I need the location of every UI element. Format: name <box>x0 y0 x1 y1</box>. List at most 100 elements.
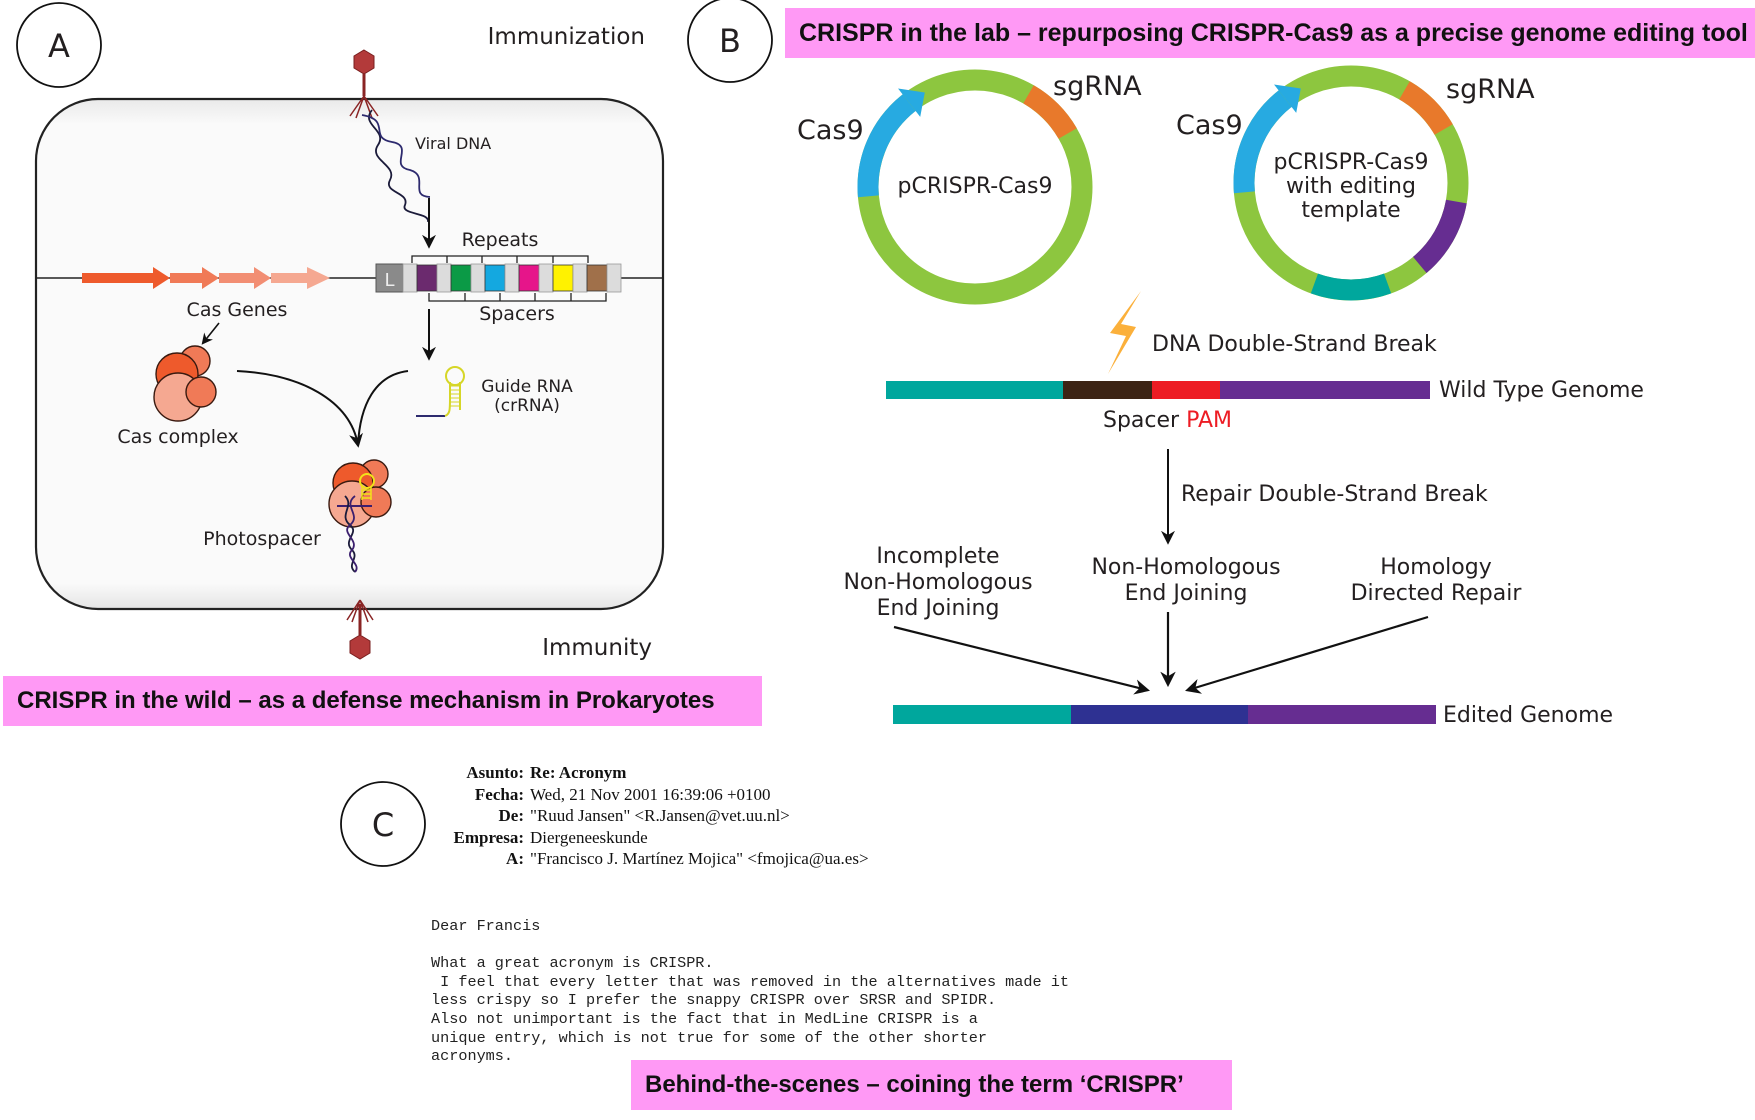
plasmid-2-sgrna-label: sgRNA <box>1446 74 1535 105</box>
cas9-arrowhead <box>898 88 925 117</box>
hdr-arrow <box>1185 615 1429 694</box>
sgrna-segment <box>1022 85 1077 140</box>
email-header-value: Diergeneeskunde <box>530 827 648 847</box>
wt-spacer-target <box>1063 381 1152 399</box>
repeat-unit <box>606 263 622 293</box>
repeats-label: Repeats <box>462 229 539 251</box>
cas-complex-icon <box>153 345 217 422</box>
badge-b-label: B <box>719 22 741 60</box>
banner-panel-b: CRISPR in the lab – repurposing CRISPR-C… <box>785 8 1755 58</box>
double-strand-break-bolt-icon <box>1108 291 1141 374</box>
edited-genome-label: Edited Genome <box>1443 703 1613 728</box>
template-segment-purple <box>1412 199 1467 274</box>
badge-c-circle <box>340 781 426 867</box>
spacers-bracket <box>428 293 607 302</box>
plasmid-2-name-line-2: with editing <box>1286 174 1416 199</box>
panel-a: A Immunization Viral DNA Cas Genes <box>16 2 665 661</box>
email-header-value: "Francisco J. Martínez Mojica" <fmojica@… <box>530 849 869 868</box>
repeats-bracket <box>411 255 589 263</box>
sgrna-segment <box>1398 81 1453 136</box>
phage-bottom-icon <box>346 599 374 660</box>
pathway-incomplete-nhej-line-3: End Joining <box>877 596 1000 621</box>
email-header-value: "Ruud Jansen" <R.Jansen@vet.uu.nl> <box>530 806 790 825</box>
edited-genome-bar <box>893 705 1436 724</box>
email-header-row: Fecha: Wed, 21 Nov 2001 16:39:06 +0100 <box>440 784 869 806</box>
wild-type-genome-label: Wild Type Genome <box>1439 378 1644 403</box>
complex-to-photospacer-arrow <box>236 370 363 448</box>
repeat-unit <box>402 263 418 293</box>
leader-sequence <box>375 263 404 293</box>
badge-b-circle <box>687 0 773 83</box>
email-header-key: Empresa: <box>453 827 524 847</box>
spacer-label: Spacer PAM <box>1103 408 1232 433</box>
photospacer-complex-icon <box>328 459 392 573</box>
wild-type-genome-bar <box>886 381 1430 399</box>
badge-c-label: C <box>372 806 394 844</box>
cas9-segment <box>1233 90 1292 194</box>
wt-flank-left <box>886 381 1063 399</box>
leader-label: L <box>384 270 394 291</box>
guide-to-photospacer-arrow <box>357 370 409 446</box>
wt-pam <box>1152 381 1220 399</box>
bacterial-cell <box>34 97 665 611</box>
plasmid-1-name: pCRISPR-Cas9 <box>898 174 1053 199</box>
pam-text: PAM <box>1186 408 1232 433</box>
cas9-arrowhead <box>1274 84 1301 113</box>
plasmid-pcrispr-cas9-with-template <box>1233 65 1469 301</box>
email-header-key: Asunto: <box>466 763 524 782</box>
pathway-hdr-line-1: Homology <box>1380 555 1491 580</box>
spacer-text: Spacer <box>1103 408 1180 433</box>
cas9-segment <box>857 94 916 198</box>
repeat-unit <box>436 263 452 293</box>
email-header-value: Re: Acronym <box>530 763 627 782</box>
crispr-array: L <box>375 255 622 302</box>
photospacer-label: Photospacer <box>203 528 321 550</box>
immunity-label: Immunity <box>542 635 652 661</box>
spacer-unit <box>484 264 506 292</box>
email-header-key: De: <box>498 806 524 825</box>
email-header-row: A: "Francisco J. Martínez Mojica" <fmojic… <box>440 848 869 870</box>
phage-top-icon <box>349 49 379 119</box>
wt-flank-right <box>1220 381 1430 399</box>
spacers-label: Spacers <box>479 303 555 325</box>
repeat-unit <box>504 263 520 293</box>
pathway-nhej-line-1: Non-Homologous <box>1091 555 1280 580</box>
cas-complex-label: Cas complex <box>117 426 238 448</box>
spacer-unit <box>586 264 608 292</box>
repair-label: Repair Double-Strand Break <box>1181 482 1488 507</box>
cas-genes-label: Cas Genes <box>187 299 288 321</box>
plasmid-2-cas9-label: Cas9 <box>1176 110 1243 141</box>
badge-a-label: A <box>48 27 70 65</box>
plasmid-1-cas9-label: Cas9 <box>797 115 864 146</box>
email-header-row: Asunto: Re: Acronym <box>440 762 869 784</box>
banner-panel-c: Behind-the-scenes – coining the term ‘CR… <box>631 1060 1232 1110</box>
email-header-key: Fecha: <box>474 784 524 804</box>
incomplete-nhej-arrow <box>893 625 1150 695</box>
pathway-incomplete-nhej-line-2: Non-Homologous <box>843 570 1032 595</box>
email-body: Dear Francis What a great acronym is CRI… <box>431 917 1069 1066</box>
edited-insert <box>1071 705 1248 724</box>
dna-break-label: DNA Double-Strand Break <box>1152 332 1437 357</box>
plasmid-2-name-line-1: pCRISPR-Cas9 <box>1274 150 1429 175</box>
pathway-nhej-line-2: End Joining <box>1125 581 1248 606</box>
template-segment-teal <box>1310 273 1392 301</box>
email-header-value: Wed, 21 Nov 2001 16:39:06 +0100 <box>530 784 771 804</box>
banner-panel-a: CRISPR in the wild – as a defense mechan… <box>3 676 762 726</box>
spacer-unit <box>450 264 472 292</box>
cas-genes-to-complex-arrow <box>201 322 220 345</box>
crrna-label: (crRNA) <box>494 396 560 416</box>
plasmid-pcrispr-cas9 <box>857 69 1093 305</box>
guide-rna-icon <box>416 366 465 417</box>
plasmid-1-sgrna-label: sgRNA <box>1053 71 1142 102</box>
email-header-key: A: <box>506 849 524 868</box>
email-header-row: De: "Ruud Jansen" <R.Jansen@vet.uu.nl> <box>440 805 869 827</box>
immunization-label: Immunization <box>488 24 645 50</box>
cas-genes-arrows <box>82 267 330 289</box>
spacer-unit <box>518 264 540 292</box>
email-header-row: Empresa: Diergeneeskunde <box>440 827 869 849</box>
spacer-unit <box>552 264 574 292</box>
edited-flank-right <box>1248 705 1436 724</box>
panel-b: B Cas9 sgRNA pCRISPR-Cas9 Cas9 sgRNA pCR… <box>687 0 1644 728</box>
pathway-incomplete-nhej-line-1: Incomplete <box>876 544 999 569</box>
